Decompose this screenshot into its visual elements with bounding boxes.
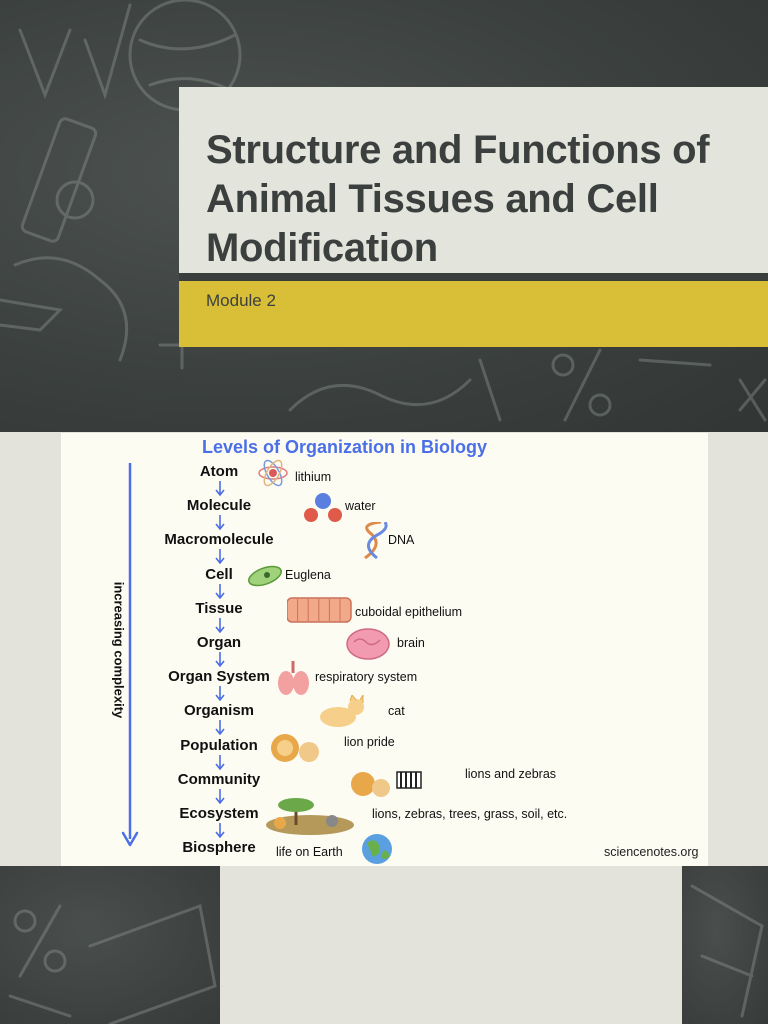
axis-label: increasing complexity [111,581,127,719]
earth-icon [362,834,392,865]
level-down-arrow [215,686,225,702]
level-down-arrow [215,515,225,531]
level-down-arrow [215,823,225,839]
chalk-doodles-lower-left [8,903,217,1024]
level-example: brain [397,636,425,650]
subtitle-panel [179,281,768,347]
cat-icon [320,695,364,728]
level-name: Population [180,736,258,754]
level-down-arrow [215,754,225,770]
dna-icon [364,522,388,560]
level-down-arrow [215,481,225,497]
lion-pride-icon [271,733,319,762]
complexity-axis-arrow [121,463,139,847]
title-panel [179,87,768,273]
levels-of-organization-figure: Levels of Organization in Biology Atom li… [61,433,708,866]
water-molecule-icon [304,493,342,523]
level-example: cat [388,704,405,719]
level-example: lions and zebras [465,766,557,781]
level-example: Euglena [285,567,331,582]
epithelium-icon [287,597,352,623]
level-down-arrow [215,652,225,668]
title-divider [179,273,768,281]
level-down-arrow [215,549,225,565]
level-example: DNA [388,533,415,548]
figure-title: Levels of Organization in Biology [201,437,488,457]
level-name: Organ System [168,668,270,686]
level-down-arrow [215,788,225,805]
level-example: life on Earth [276,845,343,860]
brain-icon [346,628,390,660]
level-name: Ecosystem [179,805,259,822]
chalk-doodles-lower-right [690,884,764,1018]
level-name: Biosphere [182,839,256,857]
level-example: cuboidal epithelium [355,604,463,619]
atom-icon [258,459,288,487]
level-name: Community [177,770,261,788]
level-name: Atom [199,463,239,480]
savanna-icon [266,798,354,835]
level-name: Macromolecule [164,531,274,549]
figure-credit: sciencenotes.org [604,845,699,859]
slide-subtitle: Module 2 [206,291,276,310]
level-down-arrow [215,583,225,599]
level-down-arrow [215,720,225,736]
chalkboard-background-lower-left [0,866,220,1024]
level-example: lithium [295,470,332,484]
lungs-icon [278,661,309,696]
slide-title: Structure and Functions of Animal Tissue… [206,128,710,270]
level-example: lions, zebras, trees, grass, soil, etc. [372,807,568,821]
level-name: Organism [183,702,255,720]
level-name: Cell [205,565,233,583]
level-down-arrow [215,617,225,634]
level-name: Organ [196,634,242,651]
level-example: lion pride [344,734,395,749]
chalkboard-background-lower-right [682,866,768,1024]
lions-zebras-icon [351,771,422,797]
euglena-icon [248,565,282,586]
level-example: respiratory system [315,670,418,685]
level-name: Molecule [186,497,252,515]
level-example: water [345,499,376,514]
level-name: Tissue [195,599,243,617]
